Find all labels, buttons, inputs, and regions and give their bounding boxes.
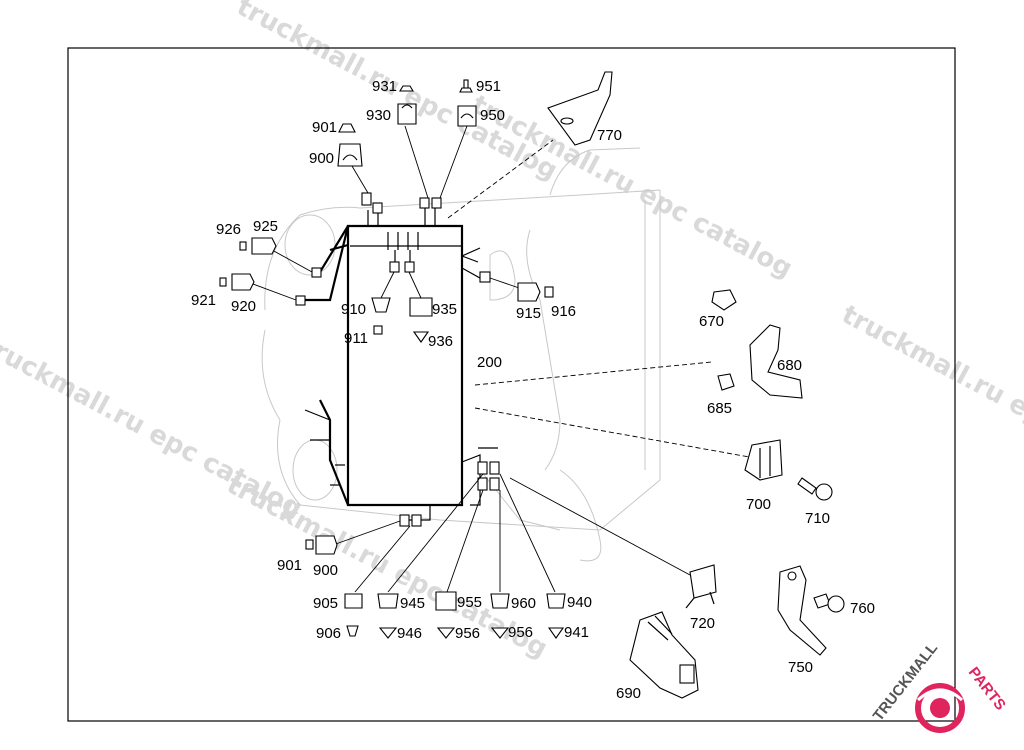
callout-951: 951 — [476, 78, 501, 95]
watermark-text: truckmall.ru epc catalog — [467, 90, 797, 285]
logo-text-main: TRUCKMALL — [870, 640, 941, 725]
logo-gear-icon — [915, 683, 965, 733]
callout-200: 200 — [477, 354, 502, 371]
watermark: truckmall.ru epc catalog truckmall.ru ep… — [0, 0, 1024, 664]
callout-945: 945 — [400, 595, 425, 612]
callout-946: 946 — [397, 625, 422, 642]
callout-916: 916 — [551, 303, 576, 320]
callout-936: 936 — [428, 333, 453, 350]
callout-930: 930 — [366, 107, 391, 124]
cab-outline — [261, 147, 661, 562]
callout-960: 960 — [511, 595, 536, 612]
callout-950: 950 — [480, 107, 505, 124]
callout-710: 710 — [805, 510, 830, 527]
callout-940: 940 — [567, 594, 592, 611]
callout-956-second: 956 — [508, 624, 533, 641]
diagram-frame — [67, 47, 956, 722]
callout-670: 670 — [699, 313, 724, 330]
components — [219, 71, 845, 699]
callout-921: 921 — [191, 292, 216, 309]
logo-text-accent: PARTS — [965, 664, 1009, 714]
callout-956: 956 — [455, 625, 480, 642]
callout-690: 690 — [616, 685, 641, 702]
leader-lines — [252, 125, 756, 593]
callout-931: 931 — [372, 78, 397, 95]
callout-750: 750 — [788, 659, 813, 676]
callout-770: 770 — [597, 127, 622, 144]
callout-910: 910 — [341, 301, 366, 318]
callout-905: 905 — [313, 595, 338, 612]
callout-901: 901 — [312, 119, 337, 136]
callout-901-lower: 901 — [277, 557, 302, 574]
callout-labels: 931 951 930 950 901 900 770 926 925 921 … — [191, 78, 875, 702]
callout-925: 925 — [253, 218, 278, 235]
callout-955: 955 — [457, 594, 482, 611]
callout-935: 935 — [432, 301, 457, 318]
callout-760: 760 — [850, 600, 875, 617]
callout-941: 941 — [564, 624, 589, 641]
main-harness — [300, 208, 498, 521]
callout-900-lower: 900 — [313, 562, 338, 579]
callout-700: 700 — [746, 496, 771, 513]
watermark-text: truckmall.ru epc catalog — [837, 300, 1024, 495]
callout-915: 915 — [516, 305, 541, 322]
callout-720: 720 — [690, 615, 715, 632]
callout-926: 926 — [216, 221, 241, 238]
callout-911: 911 — [344, 330, 368, 347]
callout-900: 900 — [309, 150, 334, 167]
callout-920: 920 — [231, 298, 256, 315]
harness-connectors — [295, 192, 500, 527]
callout-680: 680 — [777, 357, 802, 374]
callout-685: 685 — [707, 400, 732, 417]
callout-906: 906 — [316, 625, 341, 642]
truckmall-logo: TRUCKMALL PARTS — [870, 640, 1009, 733]
